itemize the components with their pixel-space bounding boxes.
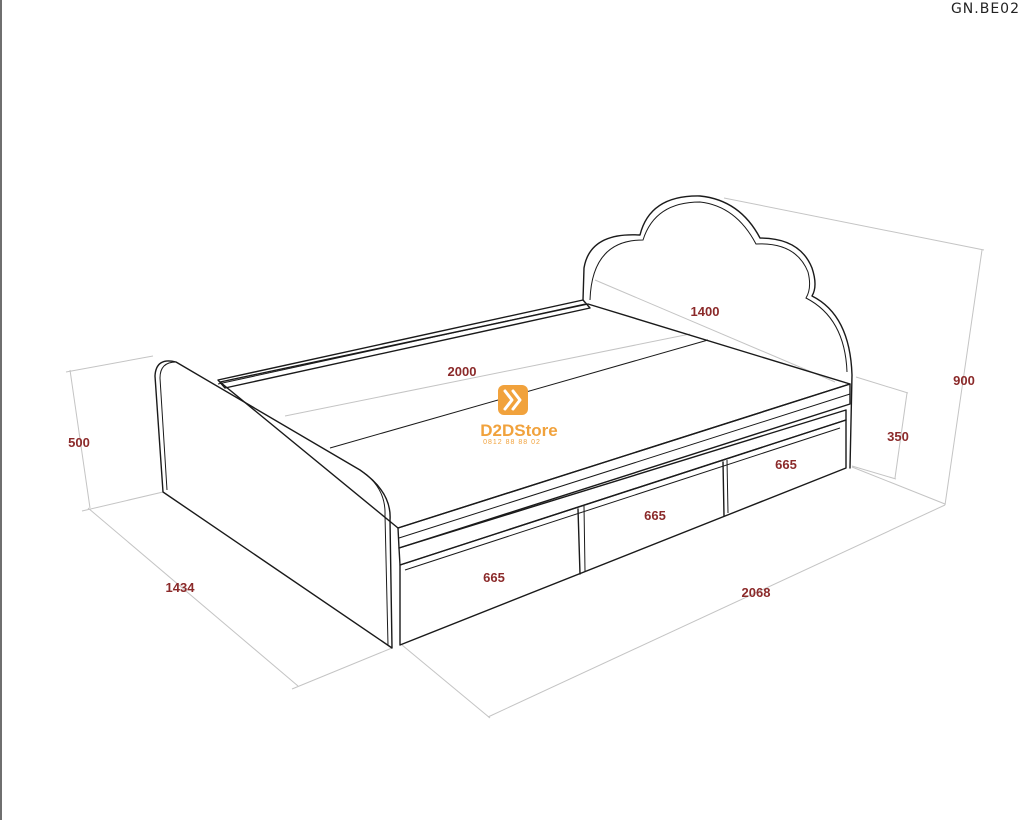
dim-drawer-2: 665 xyxy=(644,508,666,523)
bed-outline xyxy=(154,195,853,649)
headboard-cloud xyxy=(582,195,853,469)
dim-1400: 1400 xyxy=(691,304,720,319)
drawer-block xyxy=(399,419,847,646)
left-border xyxy=(0,0,2,820)
footboard xyxy=(154,360,393,649)
dim-350: 350 xyxy=(887,429,909,444)
dim-drawer-1: 665 xyxy=(483,570,505,585)
logo-phone: 0812 88 88 02 xyxy=(483,439,541,446)
product-code: GN.BE02 xyxy=(950,1,1020,17)
dim-2068: 2068 xyxy=(742,585,771,600)
dimension-lines xyxy=(65,197,985,719)
dim-500: 500 xyxy=(68,435,90,450)
dimension-labels: 1400 2000 900 350 500 665 665 665 1434 2… xyxy=(68,304,975,600)
dim-1434: 1434 xyxy=(166,580,196,595)
drawer-divider-2 xyxy=(722,461,725,517)
logo-text: D2DStore xyxy=(480,421,557,440)
drawer-divider-1 xyxy=(577,508,581,575)
dim-2000: 2000 xyxy=(448,364,477,379)
dim-900: 900 xyxy=(953,373,975,388)
d2dstore-logo: D2DStore 0812 88 88 02 xyxy=(480,385,558,446)
dim-drawer-3: 665 xyxy=(775,457,797,472)
